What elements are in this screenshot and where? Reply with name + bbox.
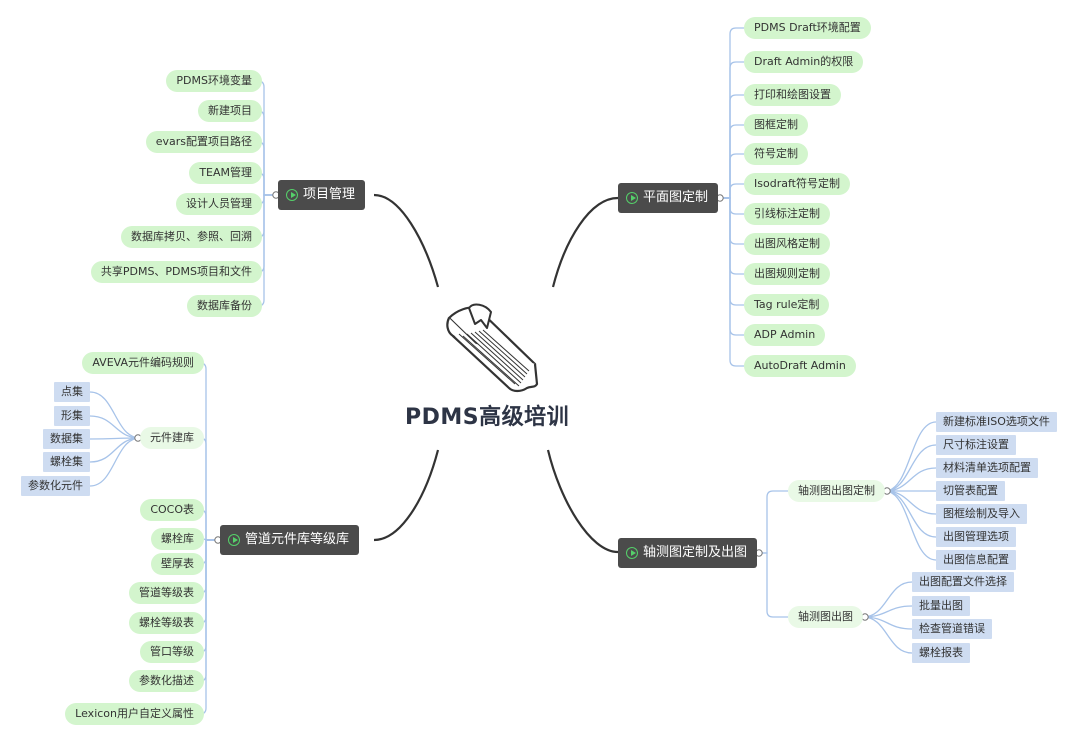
leaf-tag-rule[interactable]: Tag rule定制 bbox=[744, 294, 830, 316]
leaf-bolt-spec[interactable]: 螺栓等级表 bbox=[129, 612, 204, 634]
connector-line bbox=[89, 415, 141, 439]
connector-line bbox=[89, 437, 141, 487]
connector-line bbox=[257, 110, 278, 196]
trunk-iso bbox=[546, 449, 619, 554]
rect-param-component[interactable]: 参数化元件 bbox=[21, 476, 90, 496]
rect-output-config[interactable]: 出图配置文件选择 bbox=[912, 572, 1014, 592]
rect-batch-output[interactable]: 批量出图 bbox=[912, 596, 970, 616]
branch-label: 管道元件库等级库 bbox=[245, 532, 350, 547]
leaf-print[interactable]: 打印和绘图设置 bbox=[744, 84, 841, 106]
leaf-team[interactable]: TEAM管理 bbox=[189, 162, 262, 184]
connector-line bbox=[89, 391, 141, 439]
leaf-share[interactable]: 共享PDMS、PDMS项目和文件 bbox=[90, 261, 262, 283]
leaf-adp-admin[interactable]: ADP Admin bbox=[744, 324, 826, 346]
center-title: PDMS高级培训 bbox=[405, 405, 570, 430]
main-trunks bbox=[373, 193, 619, 554]
rect-pipe-check[interactable]: 检查管道错误 bbox=[912, 619, 992, 639]
leaf-nozzle-spec[interactable]: 管口等级 bbox=[140, 641, 204, 663]
branch-label: 平面图定制 bbox=[643, 190, 709, 205]
connector-line bbox=[718, 183, 744, 199]
leaf-frame[interactable]: 图框定制 bbox=[744, 114, 808, 136]
rect-output-info[interactable]: 出图信息配置 bbox=[936, 550, 1016, 570]
trunk-plan-customization bbox=[551, 196, 619, 288]
sub-component-lib[interactable]: 元件建库 bbox=[140, 427, 204, 449]
connector-line bbox=[884, 490, 937, 561]
branch-label: 轴测图定制及出图 bbox=[643, 545, 748, 560]
leaf-draft-env[interactable]: PDMS Draft环境配置 bbox=[744, 17, 871, 39]
rect-new-iso-option[interactable]: 新建标准ISO选项文件 bbox=[936, 412, 1057, 432]
trunk-catalogue bbox=[373, 449, 440, 542]
rect-shape-set[interactable]: 形集 bbox=[54, 406, 90, 426]
connector-line bbox=[718, 94, 744, 199]
leaf-db-backup[interactable]: 数据库备份 bbox=[187, 295, 262, 317]
leaf-db-copy[interactable]: 数据库拷贝、参照、回溯 bbox=[121, 226, 262, 248]
leaf-new-project[interactable]: 新建项目 bbox=[198, 100, 262, 122]
rect-bom[interactable]: 材料清单选项配置 bbox=[936, 458, 1038, 478]
connector-line bbox=[862, 616, 913, 654]
rect-frame-import[interactable]: 图框绘制及导入 bbox=[936, 504, 1027, 524]
sub-iso-custom[interactable]: 轴测图出图定制 bbox=[788, 480, 885, 502]
connector-line bbox=[718, 197, 744, 275]
leaf-isodraft-symbol[interactable]: Isodraft符号定制 bbox=[744, 173, 850, 195]
leaf-leader[interactable]: 引线标注定制 bbox=[744, 203, 830, 225]
connector-line bbox=[199, 539, 220, 624]
connector-line bbox=[862, 581, 913, 618]
connector-line bbox=[718, 197, 744, 336]
trunk-project-management bbox=[373, 193, 440, 288]
connector-line bbox=[718, 153, 744, 199]
rect-point-set[interactable]: 点集 bbox=[54, 382, 90, 402]
leaf-evars[interactable]: evars配置项目路径 bbox=[145, 131, 262, 153]
leaf-pdms-env[interactable]: PDMS环境变量 bbox=[166, 70, 262, 92]
connector-line bbox=[884, 421, 937, 492]
branch-project-management[interactable]: 项目管理 bbox=[278, 180, 366, 210]
rect-dimension[interactable]: 尺寸标注设置 bbox=[936, 435, 1016, 455]
connector-line bbox=[884, 444, 937, 492]
leaf-autodraft-admin[interactable]: AutoDraft Admin bbox=[744, 355, 856, 377]
branch-iso[interactable]: 轴测图定制及出图 bbox=[618, 538, 758, 568]
play-icon bbox=[286, 189, 298, 201]
connector-line bbox=[199, 437, 220, 541]
leaf-designers[interactable]: 设计人员管理 bbox=[176, 193, 262, 215]
play-icon bbox=[626, 547, 638, 559]
leaf-coco[interactable]: COCO表 bbox=[140, 499, 204, 521]
leaf-draft-admin[interactable]: Draft Admin的权限 bbox=[744, 51, 864, 73]
connector-line bbox=[718, 61, 744, 199]
connector-line bbox=[89, 437, 141, 463]
leaf-lexicon[interactable]: Lexicon用户自定义属性 bbox=[65, 703, 204, 725]
play-icon bbox=[228, 534, 240, 546]
connector-line bbox=[718, 197, 744, 245]
leaf-symbol[interactable]: 符号定制 bbox=[744, 143, 808, 165]
rect-output-mgmt[interactable]: 出图管理选项 bbox=[936, 527, 1016, 547]
play-icon bbox=[626, 192, 638, 204]
connector-line bbox=[757, 490, 788, 554]
rect-bolt-set[interactable]: 螺栓集 bbox=[43, 452, 90, 472]
rect-data-set[interactable]: 数据集 bbox=[43, 429, 90, 449]
rect-bolt-report[interactable]: 螺栓报表 bbox=[912, 643, 970, 663]
connector-line bbox=[718, 27, 744, 199]
rect-cut-list[interactable]: 切管表配置 bbox=[936, 481, 1005, 501]
connector-line bbox=[257, 194, 278, 307]
leaf-rule[interactable]: 出图规则定制 bbox=[744, 263, 830, 285]
leaf-param-desc[interactable]: 参数化描述 bbox=[129, 670, 204, 692]
connector-line bbox=[884, 490, 937, 515]
branch-catalogue[interactable]: 管道元件库等级库 bbox=[220, 525, 360, 555]
leaf-aveva-code[interactable]: AVEVA元件编码规则 bbox=[82, 352, 204, 374]
leaf-wall-thickness[interactable]: 壁厚表 bbox=[151, 553, 204, 575]
branch-plan-customization[interactable]: 平面图定制 bbox=[618, 183, 719, 213]
sub-lines bbox=[89, 27, 937, 715]
branch-label: 项目管理 bbox=[303, 187, 356, 202]
book-icon bbox=[446, 303, 539, 393]
leaf-bolt-lib[interactable]: 螺栓库 bbox=[151, 528, 204, 550]
leaf-style[interactable]: 出图风格定制 bbox=[744, 233, 830, 255]
connector-line bbox=[884, 467, 937, 492]
connector-line bbox=[757, 552, 788, 618]
sub-iso-output[interactable]: 轴测图出图 bbox=[788, 606, 863, 628]
leaf-pipe-spec[interactable]: 管道等级表 bbox=[129, 582, 204, 604]
connector-line bbox=[718, 124, 744, 199]
connector-line bbox=[884, 490, 937, 538]
connector-line bbox=[718, 197, 744, 367]
